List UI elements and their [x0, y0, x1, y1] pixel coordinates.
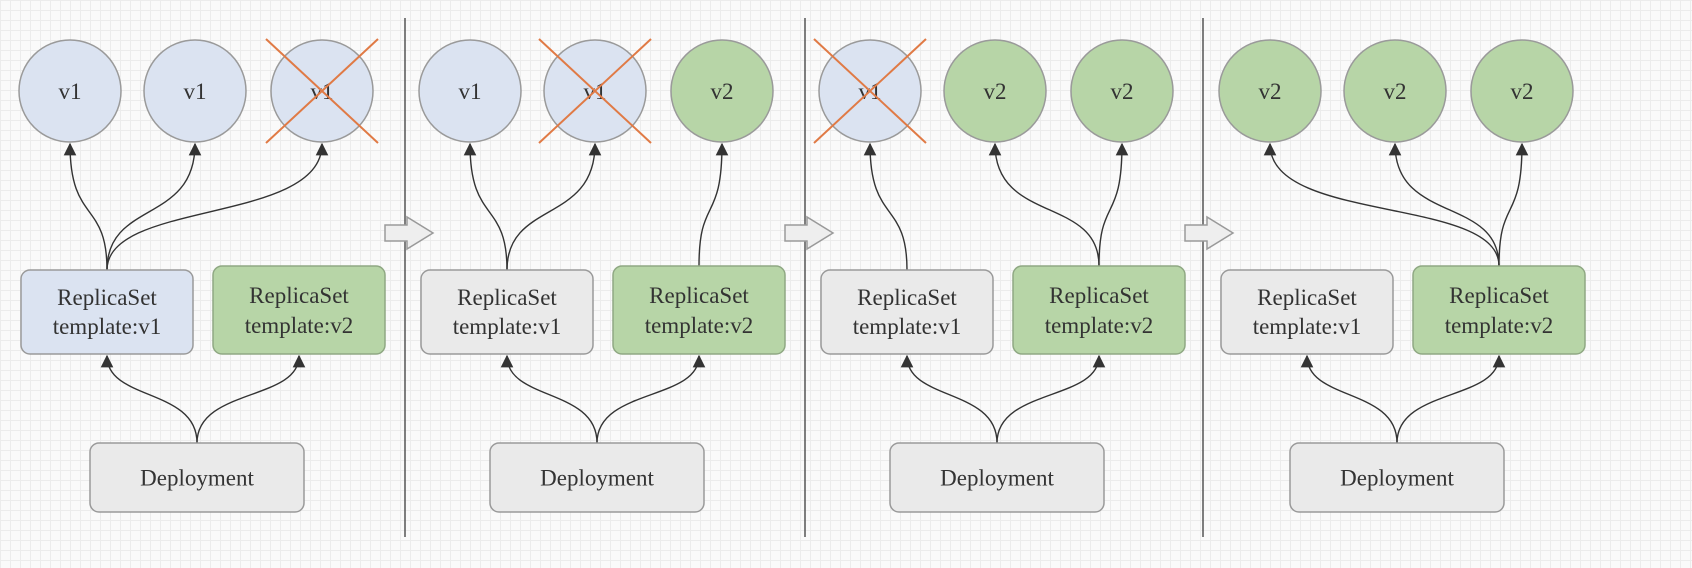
- replicaset-edge: [996, 354, 1106, 444]
- replicaset-v1-title: ReplicaSet: [57, 285, 157, 310]
- replicaset-v1-box: [420, 269, 594, 355]
- replicaset-v1-template: template:v1: [853, 314, 962, 339]
- replicaset-edge: [1396, 354, 1506, 444]
- replicaset-v2-box: [1012, 265, 1186, 355]
- pod-circle: [1343, 39, 1447, 143]
- pod-label: v2: [711, 79, 734, 104]
- pod-edge: [506, 142, 602, 271]
- replicaset-v1-template: template:v1: [1253, 314, 1362, 339]
- terminated-cross-icon: [265, 38, 379, 144]
- replicaset-v2-title: ReplicaSet: [249, 283, 349, 308]
- edges-layer: [63, 18, 1529, 537]
- replicaset-v1-template: template:v1: [453, 314, 562, 339]
- pod-label: v2: [1259, 79, 1282, 104]
- pod-label: v2: [984, 79, 1007, 104]
- replicaset-edge: [100, 354, 198, 444]
- pod-circle: [1070, 39, 1174, 143]
- terminated-cross-icon: [813, 38, 927, 144]
- deployment-label: Deployment: [140, 466, 254, 491]
- replicaset-v1-box: [1220, 269, 1394, 355]
- replicaset-v2-box: [212, 265, 386, 355]
- replicaset-edge: [596, 354, 706, 444]
- replicaset-v1-template: template:v1: [53, 314, 162, 339]
- replicaset-v1-box: [820, 269, 994, 355]
- pod-edge: [463, 142, 508, 271]
- pod-circle: [943, 39, 1047, 143]
- pod-label: v2: [1511, 79, 1534, 104]
- pod-circle: [1218, 39, 1322, 143]
- replicaset-edge: [1300, 354, 1398, 444]
- pod-edge: [988, 142, 1100, 267]
- replicaset-edge: [900, 354, 998, 444]
- deployment-box: [1289, 442, 1505, 513]
- pod-edge: [106, 142, 202, 271]
- deployment-label: Deployment: [1340, 466, 1454, 491]
- pod-edge: [1388, 142, 1500, 267]
- replicaset-v1-title: ReplicaSet: [457, 285, 557, 310]
- pod-label: v1: [459, 79, 482, 104]
- replicaset-v2-box: [1412, 265, 1586, 355]
- deployment-box: [489, 442, 705, 513]
- terminated-cross-icon: [538, 38, 652, 144]
- pod-label: v2: [1111, 79, 1134, 104]
- replicaset-v2-title: ReplicaSet: [1049, 283, 1149, 308]
- pod-edge: [863, 142, 908, 271]
- replicaset-v2-template: template:v2: [1445, 313, 1554, 338]
- replicaset-v2-template: template:v2: [245, 313, 354, 338]
- replicaset-edge: [196, 354, 306, 444]
- pod-label: v1: [184, 79, 207, 104]
- pod-label: v1: [59, 79, 82, 104]
- pod-circle: [18, 39, 122, 143]
- pod-edge: [698, 142, 729, 267]
- replicaset-v1-box: [20, 269, 194, 355]
- pod-circle: [670, 39, 774, 143]
- pod-circle: [143, 39, 247, 143]
- replicaset-v2-title: ReplicaSet: [649, 283, 749, 308]
- deployment-label: Deployment: [940, 466, 1054, 491]
- deployment-box: [89, 442, 305, 513]
- pod-edge: [1098, 142, 1129, 267]
- deployment-box: [889, 442, 1105, 513]
- replicaset-v2-title: ReplicaSet: [1449, 283, 1549, 308]
- transition-arrow-icon: [384, 215, 435, 251]
- pod-label: v2: [1384, 79, 1407, 104]
- replicaset-v2-template: template:v2: [1045, 313, 1154, 338]
- transition-arrow-icon: [784, 215, 835, 251]
- transition-arrow-icon: [1184, 215, 1235, 251]
- pod-edge: [63, 142, 108, 271]
- pod-circle: [418, 39, 522, 143]
- pod-circle: [1470, 39, 1574, 143]
- deployment-label: Deployment: [540, 466, 654, 491]
- replicaset-v1-title: ReplicaSet: [1257, 285, 1357, 310]
- replicaset-v2-template: template:v2: [645, 313, 754, 338]
- pod-edge: [1498, 142, 1529, 267]
- pod-edge: [106, 142, 329, 271]
- pod-edge: [1263, 142, 1500, 267]
- replicaset-edge: [500, 354, 598, 444]
- replicaset-v2-box: [612, 265, 786, 355]
- replicaset-v1-title: ReplicaSet: [857, 285, 957, 310]
